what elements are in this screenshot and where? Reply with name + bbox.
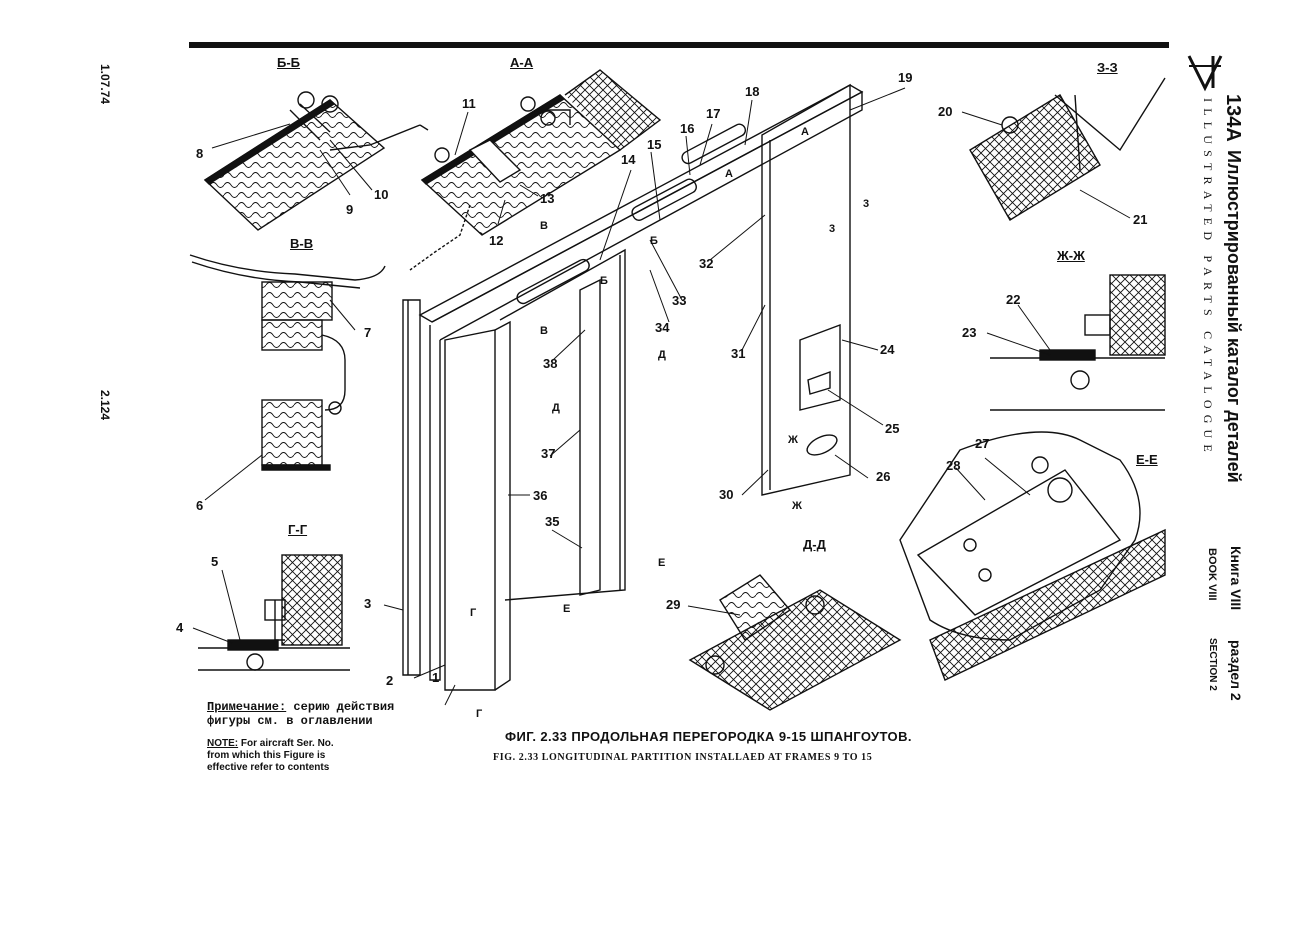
note-ru-text-2: фигуры см. в оглавлении bbox=[207, 714, 373, 728]
callout-3: 3 bbox=[364, 596, 372, 611]
callout-20: 20 bbox=[938, 104, 953, 119]
section-dd-drawing bbox=[688, 574, 902, 711]
callout-38: 38 bbox=[543, 356, 558, 371]
callout-7: 7 bbox=[364, 325, 372, 340]
callout-8: 8 bbox=[196, 146, 204, 161]
note-en-text-3: effective refer to contents bbox=[207, 762, 330, 773]
header-rule bbox=[189, 42, 1169, 48]
section-title-vv: В-В bbox=[290, 236, 314, 251]
view-mark-e-1: Е bbox=[658, 557, 666, 569]
callout-15: 15 bbox=[647, 137, 662, 152]
leader-lines bbox=[192, 87, 1131, 706]
note-en: NOTE: For aircraft Ser. No. from which t… bbox=[207, 738, 334, 774]
callout-36: 36 bbox=[533, 488, 548, 503]
section-title-ee: Е-Е bbox=[1136, 452, 1158, 467]
note-en-label: NOTE: bbox=[207, 738, 239, 749]
callout-34: 34 bbox=[655, 320, 670, 335]
view-mark-v-2: В bbox=[540, 325, 548, 337]
figure-caption-en: FIG. 2.33 LONGITUDINAL PARTITION INSTALL… bbox=[493, 752, 873, 763]
view-mark-z-1: 3 bbox=[863, 198, 870, 210]
callout-17: 17 bbox=[706, 106, 721, 121]
section-title-gg: Г-Г bbox=[288, 522, 308, 537]
figure-caption-ru: ФИГ. 2.33 ПРОДОЛЬНАЯ ПЕРЕГОРОДКА 9-15 ШП… bbox=[505, 729, 912, 744]
view-mark-v-1: В bbox=[540, 220, 548, 232]
section-zhzh-drawing bbox=[990, 274, 1166, 411]
view-mark-d-1: Д bbox=[658, 349, 666, 361]
section-title-aa: А-А bbox=[510, 55, 534, 70]
callout-21: 21 bbox=[1133, 212, 1148, 227]
callout-31: 31 bbox=[731, 346, 746, 361]
section-aa-drawing bbox=[409, 69, 662, 271]
callout-14: 14 bbox=[621, 152, 636, 167]
section-title-zz: З-З bbox=[1097, 60, 1118, 75]
callout-26: 26 bbox=[876, 469, 891, 484]
view-mark-z-2: 3 bbox=[829, 223, 836, 235]
view-mark-zh-2: Ж bbox=[792, 500, 802, 512]
callout-4: 4 bbox=[176, 620, 184, 635]
section-title-dd: Д-Д bbox=[803, 537, 826, 552]
callout-16: 16 bbox=[680, 121, 695, 136]
callout-22: 22 bbox=[1006, 292, 1021, 307]
callout-25: 25 bbox=[885, 421, 900, 436]
callout-29: 29 bbox=[666, 597, 681, 612]
callout-9: 9 bbox=[346, 202, 354, 217]
callout-12: 12 bbox=[489, 233, 504, 248]
callout-2: 2 bbox=[386, 673, 394, 688]
callout-23: 23 bbox=[962, 325, 977, 340]
view-mark-b-1: Б bbox=[650, 235, 658, 247]
catalog-logo-icon bbox=[1187, 55, 1223, 92]
view-mark-zh-1: Ж bbox=[788, 434, 798, 446]
callout-33: 33 bbox=[672, 293, 687, 308]
callout-27: 27 bbox=[975, 436, 990, 451]
section-title-zhzh: Ж-Ж bbox=[1057, 248, 1085, 263]
callout-30: 30 bbox=[719, 487, 734, 502]
view-mark-d-2: Д bbox=[552, 402, 560, 414]
callout-37: 37 bbox=[541, 446, 556, 461]
section-ee-drawing bbox=[899, 431, 1166, 681]
section-zz-drawing bbox=[969, 77, 1166, 221]
view-mark-b-2: Б bbox=[600, 275, 608, 287]
callout-6: 6 bbox=[196, 498, 204, 513]
section-vv-drawing bbox=[189, 254, 386, 471]
callout-35: 35 bbox=[545, 514, 560, 529]
section-title-bb: Б-Б bbox=[277, 55, 301, 70]
note-en-text-2: from which this Figure is bbox=[207, 750, 326, 761]
callout-19: 19 bbox=[898, 70, 913, 85]
partition-assembly-drawing bbox=[402, 83, 864, 691]
callout-32: 32 bbox=[699, 256, 714, 271]
view-mark-g-1: Г bbox=[470, 607, 477, 619]
view-mark-e-2: Е bbox=[563, 603, 571, 615]
view-mark-a-2: А bbox=[725, 168, 733, 180]
callout-11: 11 bbox=[462, 96, 476, 111]
callout-24: 24 bbox=[880, 342, 895, 357]
note-ru: Примечание: серию действия фигуры см. в … bbox=[207, 700, 394, 728]
callout-5: 5 bbox=[211, 554, 219, 569]
callout-1: 1 bbox=[432, 670, 440, 685]
callout-13: 13 bbox=[540, 191, 555, 206]
callout-10: 10 bbox=[374, 187, 389, 202]
section-gg-drawing bbox=[198, 554, 350, 671]
callout-28: 28 bbox=[946, 458, 961, 473]
view-mark-a-1: А bbox=[801, 126, 809, 138]
section-bb-drawing bbox=[203, 91, 429, 231]
note-ru-label: Примечание: bbox=[207, 700, 287, 714]
callout-18: 18 bbox=[745, 84, 760, 99]
view-mark-g-2: Г bbox=[476, 708, 483, 720]
note-en-text-1: For aircraft Ser. No. bbox=[240, 738, 334, 749]
note-ru-text-1: серию действия bbox=[293, 700, 395, 714]
